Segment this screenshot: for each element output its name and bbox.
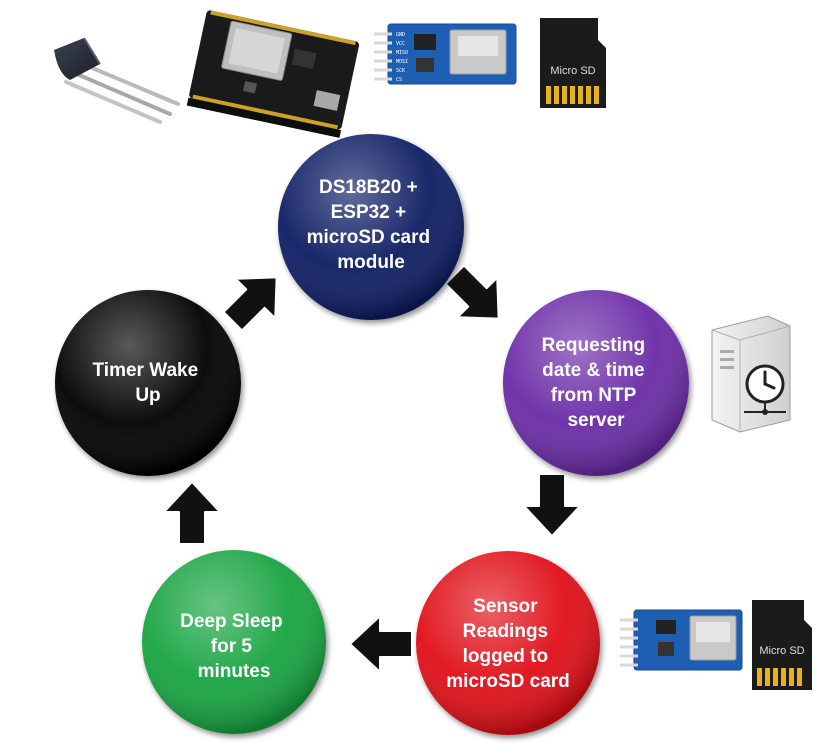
node-ntp-request: Requesting date & time from NTP server bbox=[503, 290, 689, 476]
node-sd-logging: Sensor Readings logged to microSD card bbox=[416, 551, 600, 735]
microsd-card-image-top: Micro SD bbox=[540, 18, 606, 108]
clock-icon bbox=[744, 364, 786, 415]
microsd-card-label: Micro SD bbox=[550, 65, 595, 77]
pin-label: GND bbox=[396, 32, 405, 38]
microsd-module-image-bottom bbox=[620, 609, 743, 671]
node-timer-wakeup: Timer Wake Up bbox=[55, 290, 241, 476]
node-deep-sleep: Deep Sleep for 5 minutes bbox=[142, 550, 326, 734]
node-label: Timer Wake Up bbox=[93, 360, 204, 406]
esp32-board-image bbox=[186, 10, 360, 138]
pin-label: VCC bbox=[396, 41, 405, 47]
flow-arrow-4-to-5 bbox=[163, 481, 221, 545]
microsd-module-image-top: GND VCC MISO MOSI SCK CS bbox=[374, 23, 517, 85]
flow-arrow-2-to-3 bbox=[523, 473, 581, 537]
pin-label: MOSI bbox=[396, 59, 408, 65]
node-label: Deep Sleep for 5 minutes bbox=[180, 611, 288, 682]
ds18b20-sensor-image bbox=[54, 37, 180, 124]
node-label: Sensor Readings logged to microSD card bbox=[446, 596, 570, 692]
microsd-card-image-bottom: Micro SD bbox=[752, 600, 812, 690]
ntp-server-image bbox=[711, 315, 791, 433]
node-sensor-module: DS18B20 + ESP32 + microSD card module bbox=[278, 134, 464, 320]
flow-arrow-3-to-4 bbox=[349, 615, 413, 673]
microsd-card-label: Micro SD bbox=[759, 645, 804, 657]
node-label: DS18B20 + ESP32 + microSD card module bbox=[307, 177, 436, 273]
node-label: Requesting date & time from NTP server bbox=[542, 335, 651, 431]
pin-label: SCK bbox=[396, 68, 405, 74]
flow-arrow-5-to-1 bbox=[211, 256, 298, 343]
pin-label: CS bbox=[396, 77, 402, 83]
pin-label: MISO bbox=[396, 50, 408, 56]
